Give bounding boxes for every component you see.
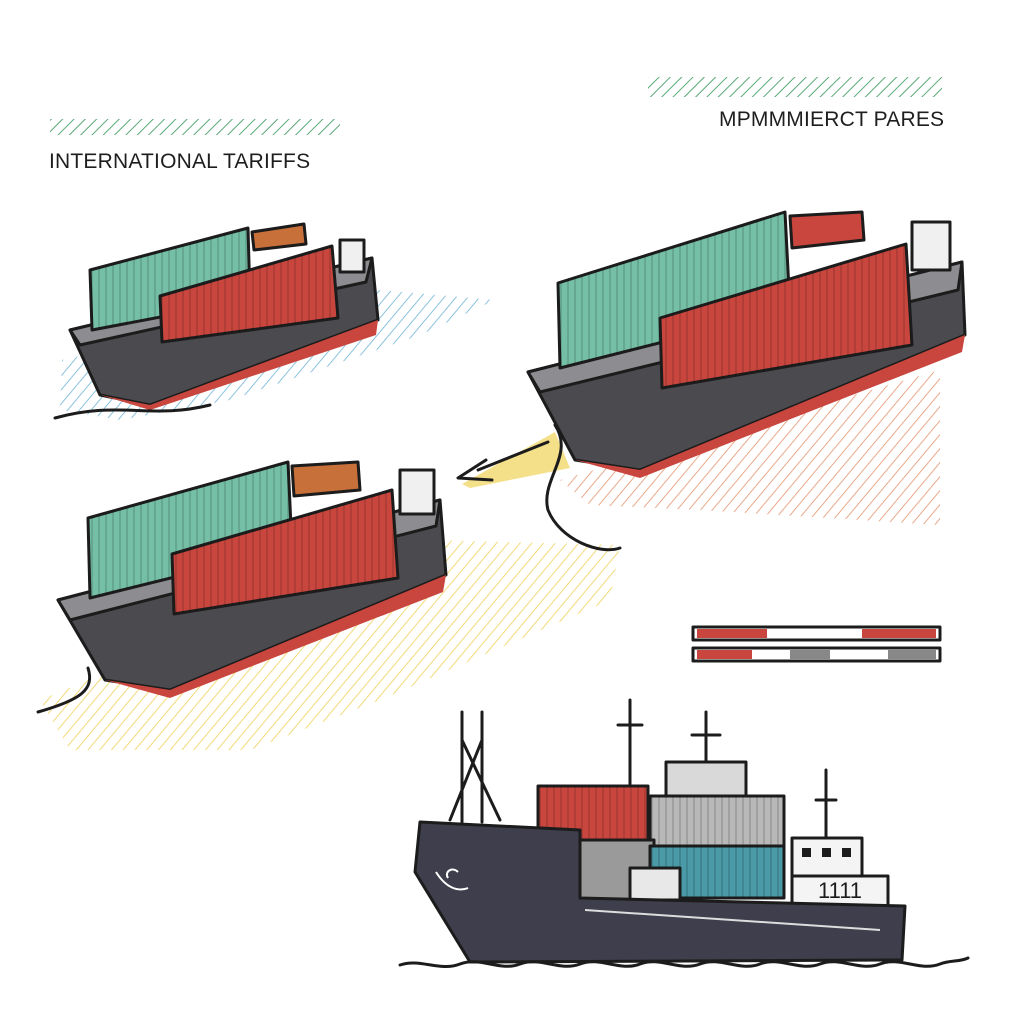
barrier-bar-icon [691,625,942,663]
cargo-ship-icon [526,210,967,552]
cargo-ship-icon [53,222,380,420]
freighter-icon: 1111 [398,698,970,969]
heading-right: MPMMMIERCT PARES [719,108,945,131]
water-orange [560,370,940,525]
arrow-icon [456,432,570,488]
heading-international-tariffs: INTERNATIONAL TARIFFS [49,150,311,173]
heading-stripes-right [648,77,942,97]
water-yellow [40,540,620,750]
heading-stripes-left [50,119,340,135]
freighter-hull-numbers: 1111 [818,878,862,903]
cargo-ship-icon [36,460,448,714]
